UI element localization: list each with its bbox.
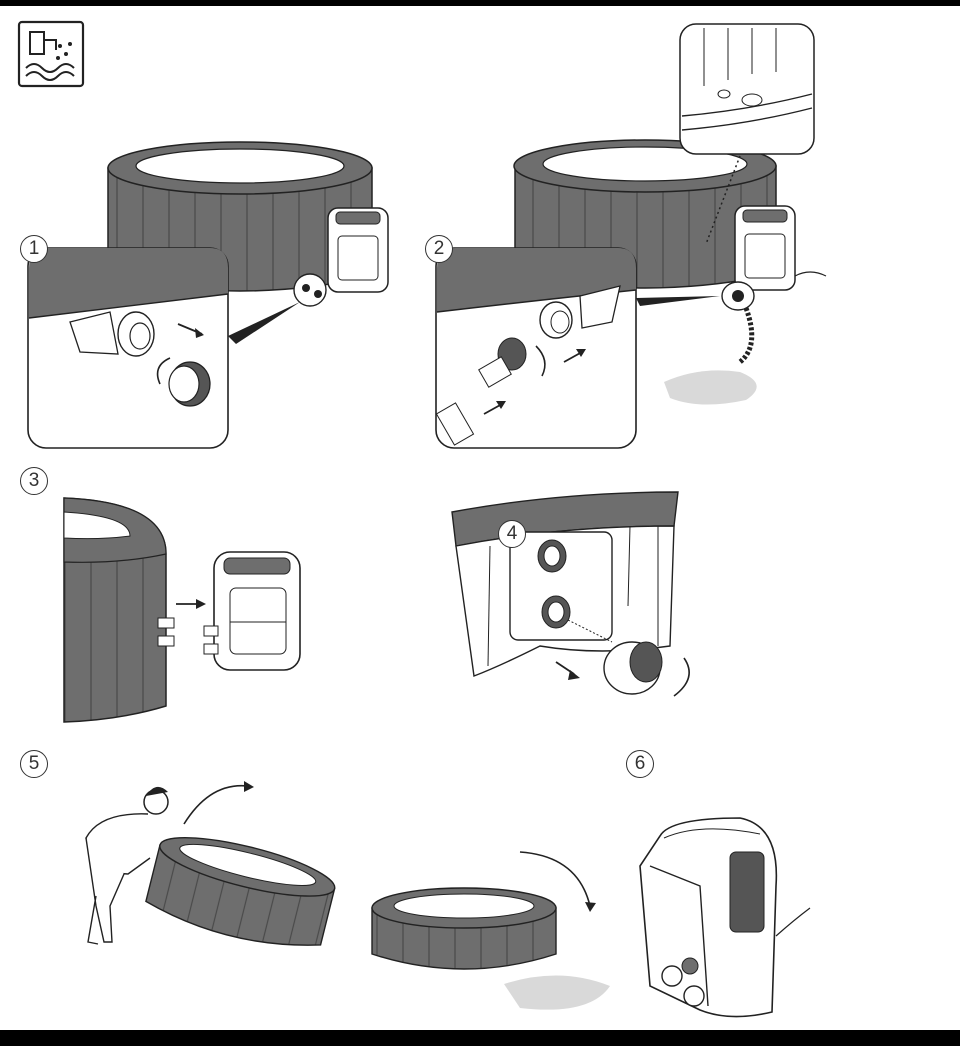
pump-unit: [327, 207, 389, 293]
step-1-illustration: [27, 141, 389, 449]
step-5-illustration: [85, 781, 610, 1010]
drain-water-icon: [17, 20, 85, 88]
tub-upright: [371, 887, 557, 970]
step-number-1: 1: [20, 235, 48, 263]
step-number-4: 4: [498, 520, 526, 548]
drain-cap: [168, 361, 211, 407]
step-number-6: 6: [626, 750, 654, 778]
step-number-2: 2: [425, 235, 453, 263]
pump-unit: [203, 551, 301, 671]
step-2-illustration: [435, 23, 827, 449]
illustrations: [17, 20, 827, 1018]
drain-cap: [603, 641, 663, 695]
step-number-3: 3: [20, 467, 48, 495]
step-3-illustration: [63, 497, 301, 723]
step-4-illustration: [451, 491, 690, 697]
pump-unit: [734, 205, 796, 291]
step-number-5: 5: [20, 750, 48, 778]
tub-tilted: [145, 837, 336, 946]
hose-adapter: [435, 337, 527, 446]
step-6-illustration: [639, 817, 811, 1018]
person-figure: [85, 786, 169, 945]
instruction-sheet: 1 2 3 4 5 6: [0, 6, 960, 1030]
